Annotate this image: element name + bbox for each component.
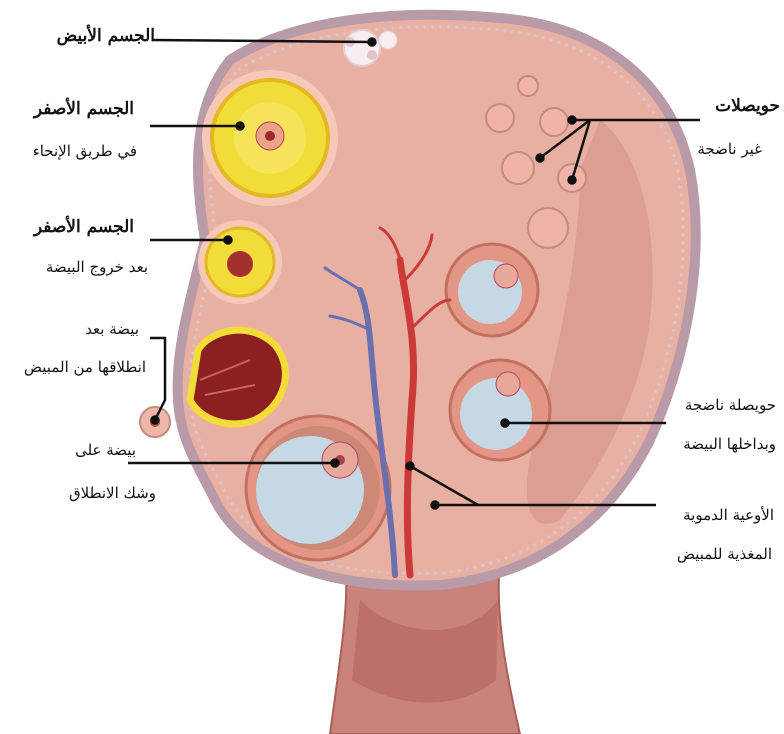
corpus-luteum-after-ovulation [198, 220, 282, 304]
label-egg-about-sub: وشك الانطلاق [69, 486, 156, 501]
corpus-luteum-degenerating [202, 70, 338, 206]
label-mature-follicle-sub: وبداخلها البيضة [683, 437, 776, 452]
label-blood-vessels-sub: المغذية للمبيض [677, 547, 772, 562]
ruptured-follicle [190, 330, 285, 424]
label-immature-follicles-title: حويصلات [715, 98, 780, 115]
label-corpus-luteum-degenerating-sub: في طريق الإنحاء [33, 144, 137, 159]
label-egg-about-title: بيضة على [75, 443, 136, 458]
label-corpus-luteum-degenerating-title: الجسم الأصفر [34, 101, 134, 118]
mature-follicle-upper [446, 244, 538, 336]
label-corpus-luteum-after-title: الجسم الأصفر [34, 219, 134, 236]
label-released-egg-sub: انطلاقها من المبيض [24, 360, 146, 375]
label-corpus-albicans: الجسم الأبيض [57, 28, 155, 45]
label-corpus-luteum-after-sub: بعد خروج البيضة [46, 260, 148, 275]
label-blood-vessels-title: الأوعية الدموية [683, 508, 774, 523]
label-mature-follicle-title: حويصلة ناضجة [685, 398, 776, 413]
mature-follicle-lower [450, 360, 550, 460]
follicle-about-to-rupture [246, 416, 390, 560]
label-immature-follicles-sub: غير ناضجة [697, 142, 762, 157]
label-released-egg-title: بيضة بعد [85, 322, 139, 337]
